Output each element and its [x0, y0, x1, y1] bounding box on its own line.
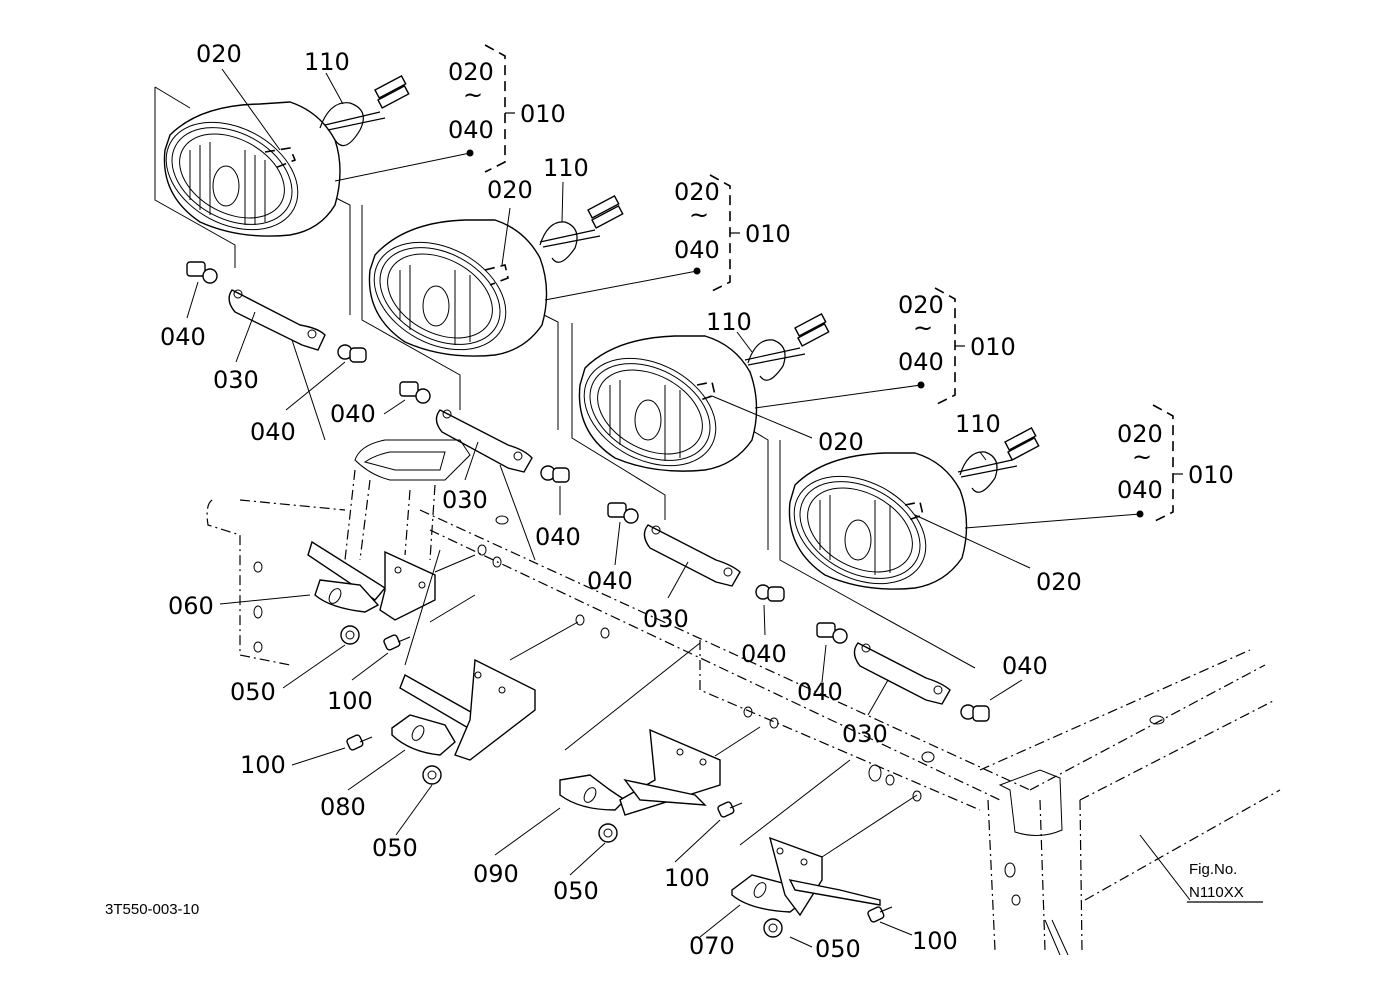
bolt-icon [337, 344, 367, 363]
nut-icon [598, 823, 618, 843]
label-range-sep: ~ [913, 314, 933, 342]
label-nut: 050 [372, 834, 418, 862]
label-bolt: 040 [587, 567, 633, 595]
work-lamp-3 [571, 287, 965, 550]
bolt-icon [540, 465, 570, 483]
label-bracket: 060 [168, 592, 214, 620]
label-bracket: 090 [473, 860, 519, 888]
label-bolt: 040 [330, 400, 376, 428]
leader-dot [466, 149, 474, 157]
label-bulb: 020 [1036, 568, 1082, 596]
label-stay: 030 [442, 486, 488, 514]
label-bolt: 040 [1002, 652, 1048, 680]
bolt-icon [960, 704, 990, 722]
label-bracket: 080 [320, 793, 366, 821]
label-assembly: 010 [1188, 461, 1234, 489]
label-assembly: 010 [970, 333, 1016, 361]
nut-icon [422, 765, 442, 785]
label-screw: 100 [327, 687, 373, 715]
label-range-from: 020 [674, 178, 720, 206]
label-bolt: 040 [535, 523, 581, 551]
figure-number: N110XX [1189, 884, 1244, 901]
stay-assemblies [186, 261, 1023, 722]
label-nut: 050 [553, 877, 599, 905]
cab-frame [206, 439, 1281, 956]
label-screw: 100 [664, 864, 710, 892]
work-lamp-1 [154, 44, 515, 315]
bolt-icon [607, 502, 639, 524]
label-bulb: 020 [196, 40, 242, 68]
label-bulb: 020 [818, 428, 864, 456]
label-range-sep: ~ [1132, 443, 1152, 471]
label-bracket: 070 [689, 932, 735, 960]
bracket-090 [494, 642, 761, 876]
bolt-icon [816, 622, 848, 644]
label-harness: 110 [706, 308, 752, 336]
screw-icon [867, 906, 893, 923]
label-screw: 100 [240, 751, 286, 779]
drawing-code: 3T550-003-10 [105, 901, 199, 918]
bracket-070 [699, 759, 918, 948]
label-range-from: 020 [1117, 420, 1163, 448]
label-range-to: 040 [898, 348, 944, 376]
figure-reference: Fig.No. N110XX [1139, 834, 1263, 903]
label-harness: 110 [304, 48, 350, 76]
label-stay: 030 [842, 720, 888, 748]
screw-icon [383, 634, 411, 651]
label-bolt: 040 [250, 418, 296, 446]
label-stay: 030 [643, 605, 689, 633]
bolt-icon [755, 584, 785, 602]
leader-dot [693, 267, 701, 275]
bracket-080 [291, 549, 579, 836]
label-harness: 110 [543, 154, 589, 182]
label-harness: 110 [955, 410, 1001, 438]
label-screw: 100 [912, 927, 958, 955]
label-assembly: 010 [520, 100, 566, 128]
screw-icon [717, 801, 743, 818]
figure-number-label: Fig.No. [1189, 861, 1237, 878]
work-lamp-2 [361, 174, 740, 430]
label-range-to: 040 [448, 116, 494, 144]
label-bolt: 040 [797, 678, 843, 706]
label-range-to: 040 [674, 236, 720, 264]
bolt-icon [399, 381, 431, 404]
label-assembly: 010 [745, 220, 791, 248]
label-range-sep: ~ [689, 201, 709, 229]
label-range-from: 020 [898, 291, 944, 319]
label-range-from: 020 [448, 58, 494, 86]
label-nut: 050 [230, 678, 276, 706]
work-lamp-4 [779, 404, 1183, 669]
bolt-icon [186, 261, 218, 284]
label-bolt: 040 [160, 323, 206, 351]
label-range-to: 040 [1117, 476, 1163, 504]
bracket-060 [219, 540, 476, 689]
label-bolt: 040 [741, 640, 787, 668]
leader-dot [1136, 510, 1144, 518]
label-range-sep: ~ [463, 81, 483, 109]
label-nut: 050 [815, 935, 861, 963]
screw-icon [346, 734, 373, 751]
label-bulb: 020 [487, 176, 533, 204]
nut-icon [340, 625, 360, 645]
leader-dot [917, 381, 925, 389]
label-stay: 030 [213, 366, 259, 394]
nut-icon [763, 918, 783, 938]
part-labels: 020 110 020 ~ 040 010 020 110 020 ~ 040 … [160, 40, 1234, 963]
